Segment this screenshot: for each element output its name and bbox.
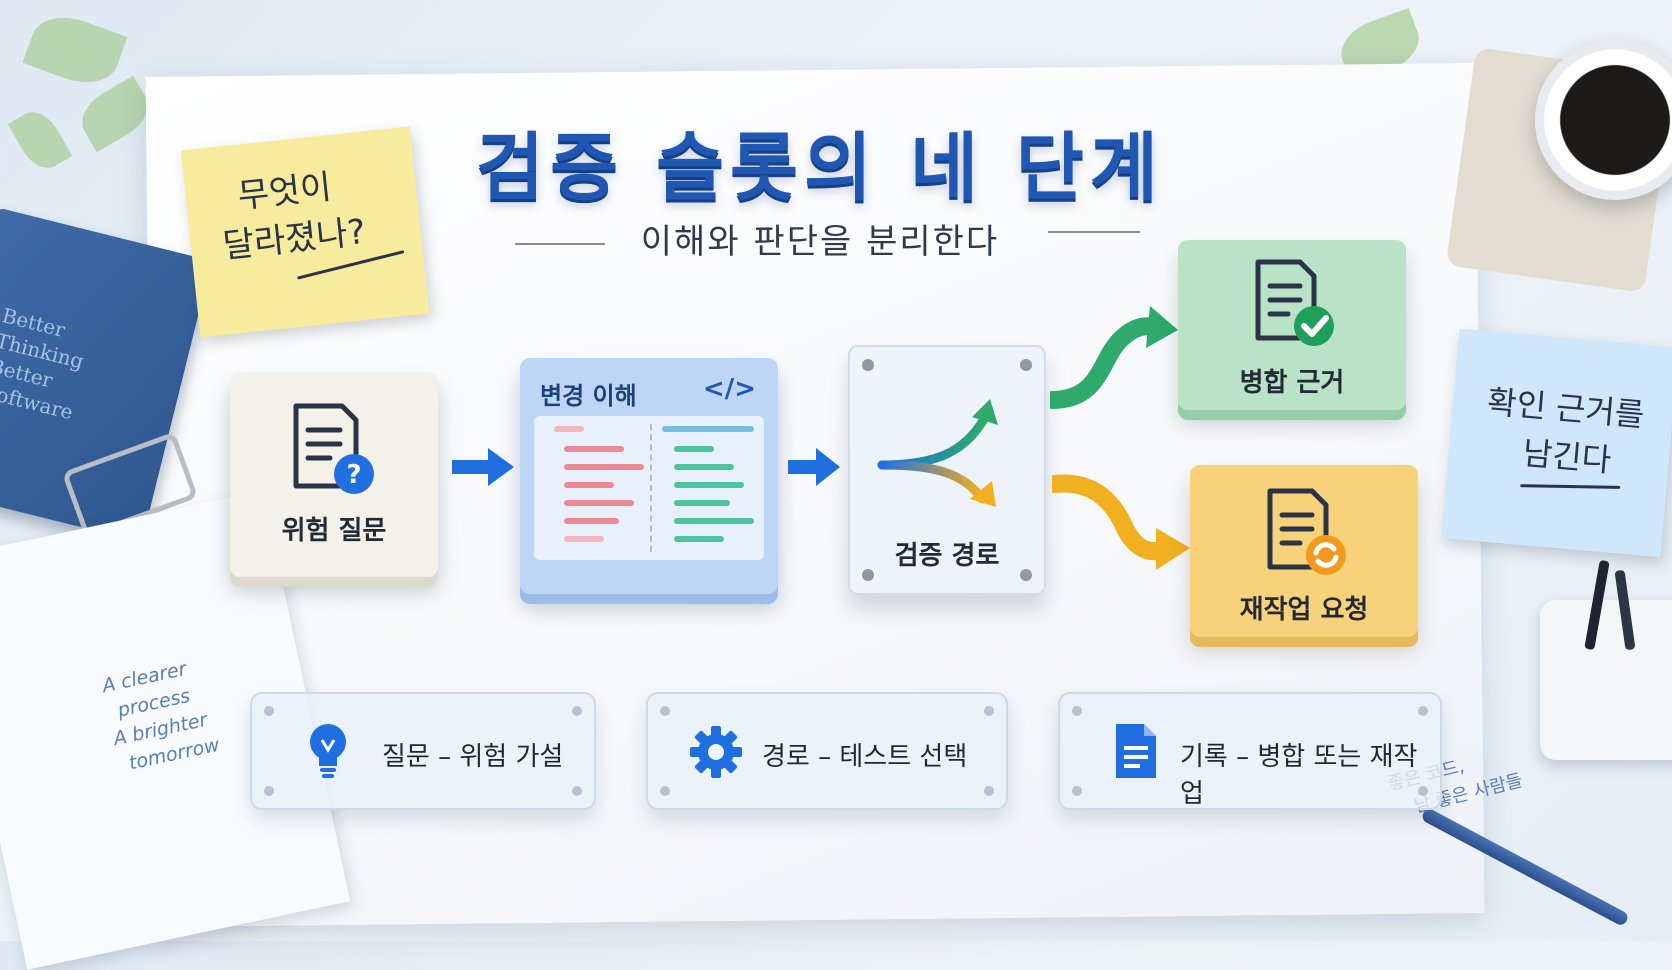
legend-label: 질문 – 위험 가설	[382, 742, 564, 772]
card-label: 검증 경로	[894, 541, 1000, 571]
pill-dot	[572, 706, 582, 716]
legend-question: 질문 – 위험 가설	[250, 692, 596, 810]
pill-dot	[264, 786, 274, 796]
sheet-handwriting: A clearer process A brighter tomorrow	[100, 657, 222, 775]
bolt	[862, 569, 874, 581]
curved-arrow-yellow-icon	[1052, 474, 1190, 570]
bolt	[862, 359, 874, 371]
diff-line	[564, 482, 614, 488]
curved-arrow-green-icon	[1050, 306, 1178, 409]
card-label: 병합 근거	[1239, 368, 1345, 398]
pill-dot	[1418, 786, 1428, 796]
card-verification-path: 검증 경로	[848, 345, 1046, 595]
diff-line	[564, 464, 644, 470]
subtitle-rule-left	[515, 243, 605, 245]
diff-line	[564, 536, 604, 542]
legend-record: 기록 – 병합 또는 재작업	[1058, 692, 1442, 810]
card-merge-evidence: 병합 근거	[1178, 240, 1406, 410]
pill-dot	[572, 786, 582, 796]
leaf-decoration	[22, 6, 128, 94]
document-rework-icon	[1267, 488, 1346, 575]
diff-line	[564, 446, 624, 452]
sticky-note-evidence: 확인 근거를 남긴다	[1441, 328, 1672, 558]
legend-label: 기록 – 병합 또는 재작업	[1180, 742, 1418, 809]
pill-dot	[984, 786, 994, 796]
card-label: 재작업 요청	[1239, 595, 1369, 625]
page-title: 검증 슬롯의 네 단계	[476, 125, 1164, 211]
pen-holder	[1540, 600, 1672, 760]
gear-icon	[690, 726, 742, 778]
document-question-icon: ?	[293, 403, 374, 494]
card-change-understanding: 변경 이해 </>	[520, 358, 778, 594]
branch-arrows-icon	[877, 399, 998, 507]
pill-dot	[984, 706, 994, 716]
pill-dot	[264, 706, 274, 716]
note-underline	[1520, 484, 1621, 489]
code-icon: </>	[702, 374, 756, 404]
diff-line	[564, 518, 619, 524]
pill-dot	[1072, 786, 1082, 796]
diff-line	[662, 426, 754, 432]
pill-dot	[660, 706, 670, 716]
diff-line	[674, 518, 754, 524]
pill-dot	[660, 786, 670, 796]
legend-path: 경로 – 테스트 선택	[646, 692, 1008, 810]
diff-line	[554, 426, 584, 432]
legend-label: 경로 – 테스트 선택	[762, 742, 968, 772]
arrow-right-icon	[788, 448, 840, 486]
document-icon	[1116, 724, 1156, 778]
svg-text:?: ?	[346, 460, 361, 490]
card-label: 변경 이해	[540, 382, 637, 410]
diff-divider	[650, 424, 652, 552]
diff-line	[674, 536, 724, 542]
leaf-decoration	[72, 75, 158, 153]
bolt	[1020, 359, 1032, 371]
leaf-decoration	[7, 104, 73, 176]
pill-dot	[1418, 706, 1428, 716]
diff-panel	[534, 416, 764, 560]
card-risk-question: ? 위험 질문	[230, 372, 438, 577]
coffee-cup	[1535, 40, 1672, 200]
diff-line	[674, 500, 730, 506]
arrow-right-icon	[452, 448, 514, 486]
card-rework-request: 재작업 요청	[1190, 465, 1418, 637]
card-label: 위험 질문	[281, 516, 387, 546]
diff-line	[674, 446, 714, 452]
page-subtitle: 이해와 판단을 분리한다	[640, 222, 1000, 262]
document-check-icon	[1255, 259, 1334, 346]
notebook-text: Better Thinking Better Software	[0, 303, 87, 425]
lightbulb-icon	[310, 724, 346, 778]
pill-dot	[1072, 706, 1082, 716]
diff-line	[674, 464, 734, 470]
diff-line	[674, 482, 744, 488]
bolt	[1020, 569, 1032, 581]
subtitle-rule-right	[1048, 231, 1140, 233]
diff-line	[564, 500, 634, 506]
sticky-note-question: 무엇이 달라졌나?	[180, 126, 430, 338]
